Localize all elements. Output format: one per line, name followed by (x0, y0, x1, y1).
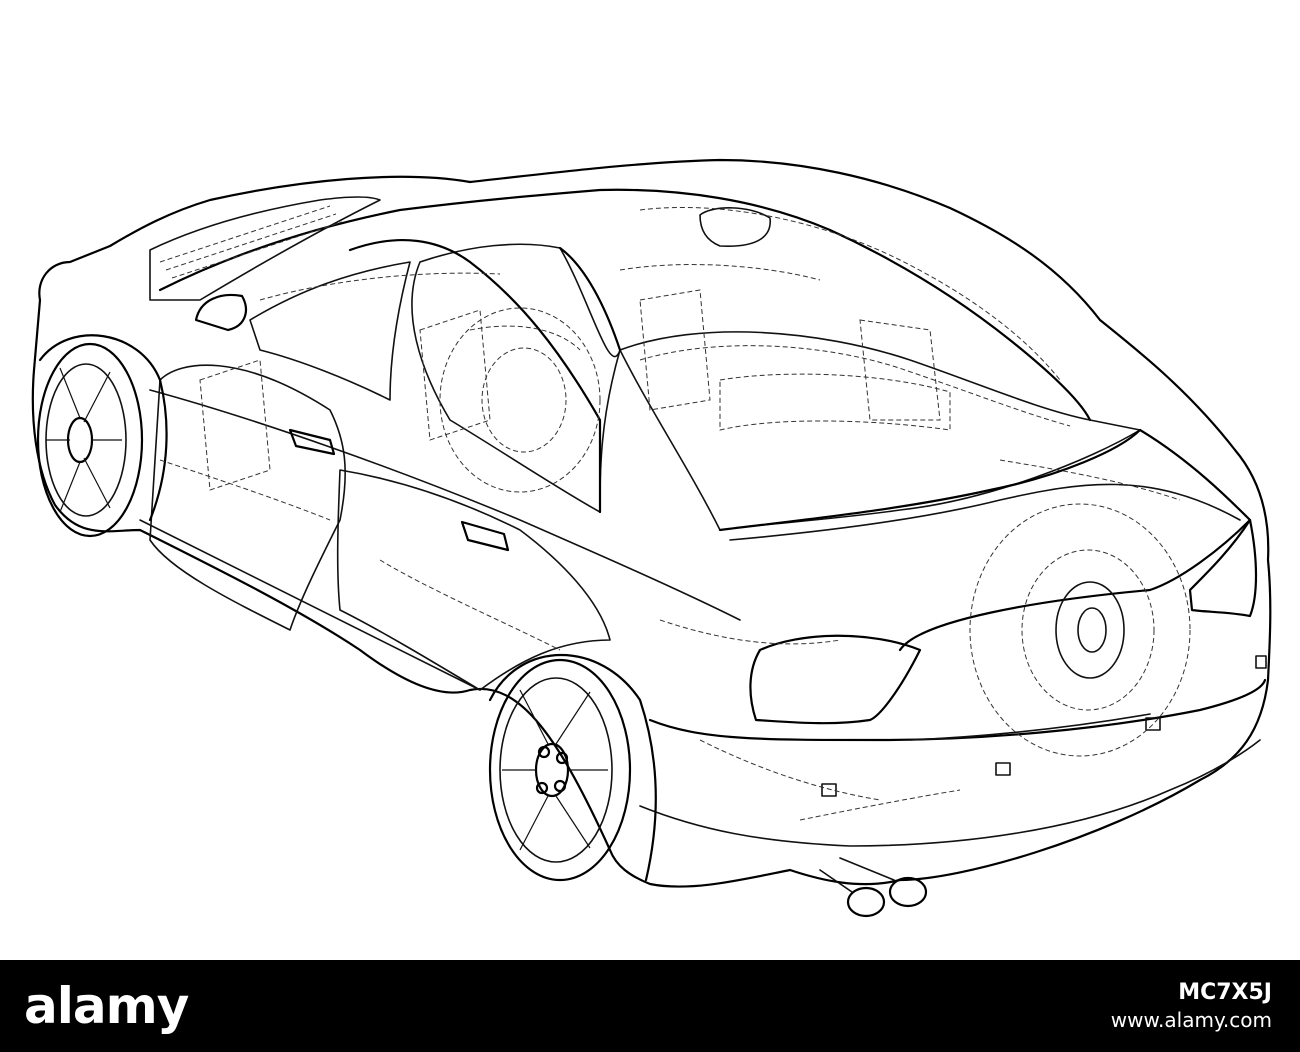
brand-logo: alamy (24, 977, 189, 1035)
windshield-grille (159, 205, 343, 279)
rear-wheel-arch (488, 654, 657, 882)
bumper-lower (639, 739, 1261, 847)
body-outline (31, 158, 1272, 888)
trunk-edge (729, 483, 1241, 541)
rear-window-inner (639, 345, 1071, 427)
hidden-rear-wheel (969, 503, 1191, 757)
rear-door (336, 469, 611, 691)
front-wheel-arch (38, 334, 168, 522)
rear-bumper (648, 678, 1267, 742)
license-recess (909, 713, 1151, 741)
right-mirror (699, 207, 771, 247)
image-credits: MC7X5J www.alamy.com (1111, 960, 1272, 1052)
c-pillar (558, 246, 622, 352)
watermark-footer: alamy MC7X5J www.alamy.com (0, 960, 1300, 1052)
interior-dashboard (259, 264, 821, 351)
sill-line (139, 519, 481, 691)
hidden-front-wheel (439, 307, 601, 493)
side-window-front (249, 261, 411, 401)
windshield (149, 196, 381, 301)
trunk-lid (718, 428, 1252, 652)
hidden-panels (159, 206, 1181, 821)
front-wheel (36, 342, 144, 538)
car-wireframe-illustration (31, 158, 1272, 918)
rear-wheel (488, 658, 632, 882)
left-mirror (194, 294, 247, 332)
parking-sensors (821, 655, 1267, 797)
front-door-handle (288, 428, 336, 456)
exhaust-pipes (819, 857, 928, 918)
left-tail-light (749, 634, 922, 725)
front-door (149, 364, 346, 631)
a-pillar (348, 239, 602, 514)
rear-door-handle (460, 520, 510, 552)
rear-window (619, 331, 1141, 531)
car-wireframe-icon (31, 158, 1272, 918)
site-url: www.alamy.com (1110, 1008, 1272, 1032)
lug-nuts (535, 745, 569, 795)
roof-line (158, 188, 1092, 422)
side-window-rear (411, 243, 621, 513)
interior-seats (199, 289, 951, 491)
image-id: MC7X5J (1178, 980, 1272, 1005)
right-tail-light (1188, 518, 1258, 618)
body-crease (149, 389, 741, 621)
